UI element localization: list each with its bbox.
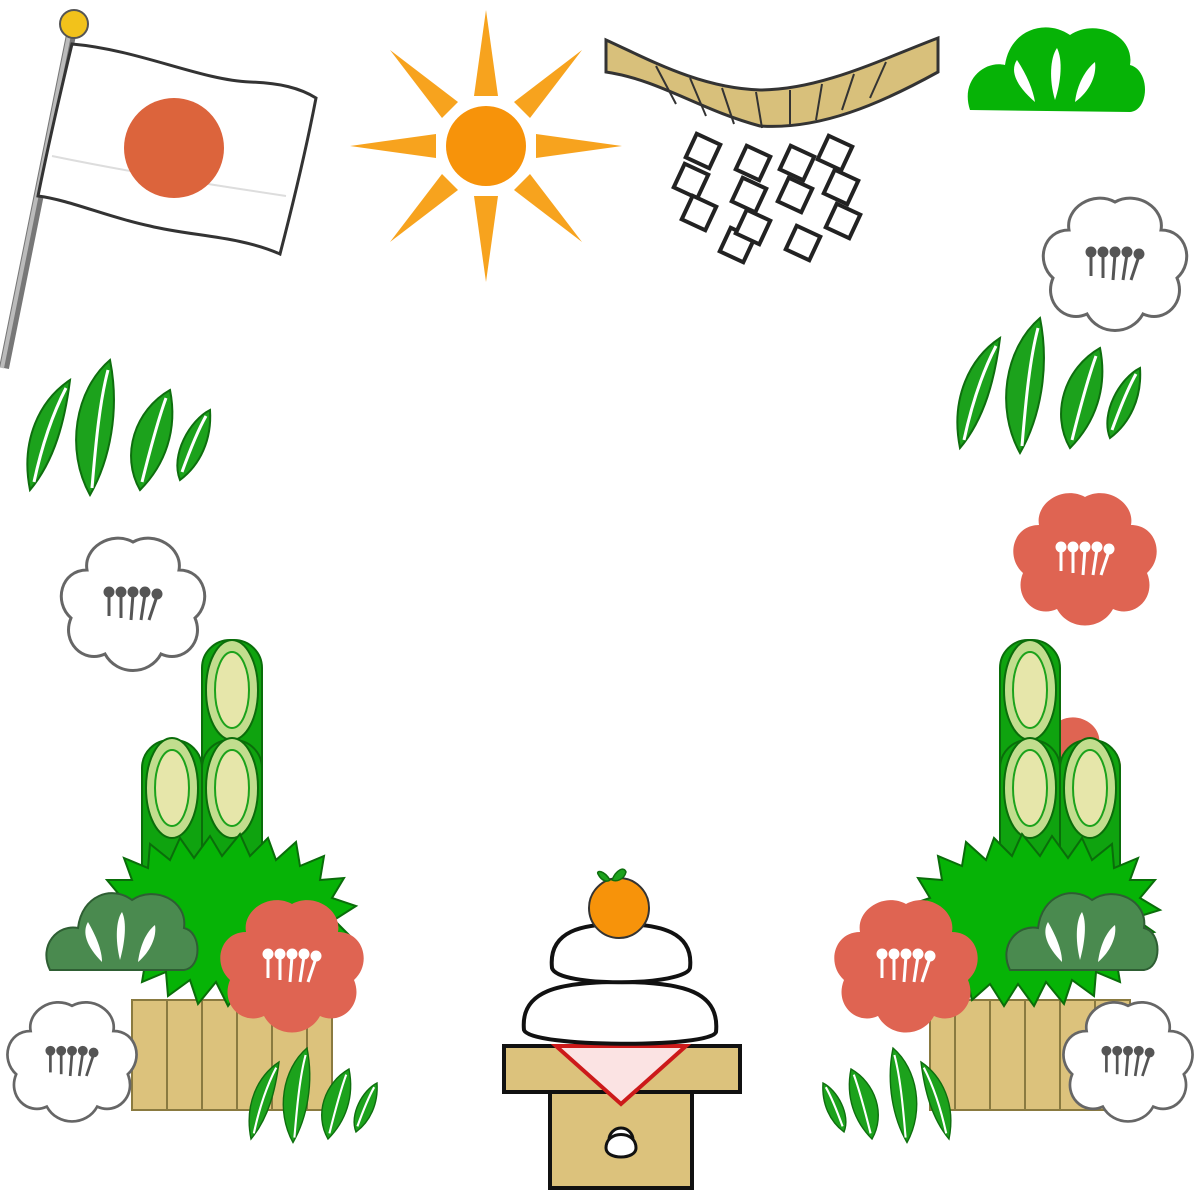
bamboo-leaves-icon (955, 316, 1142, 455)
kadomatsu-icon (6, 639, 379, 1144)
white-plum-icon (1041, 196, 1189, 332)
shimenawa-icon (604, 35, 940, 265)
bamboo-leaves-icon (25, 358, 212, 497)
kagami-mochi-icon (502, 868, 742, 1190)
white-plum-icon (59, 536, 207, 672)
sun-icon (350, 10, 622, 282)
kadomatsu-icon (821, 639, 1194, 1144)
red-plum-icon (1011, 491, 1159, 627)
japan-flag-icon (0, 9, 318, 369)
pine-cloud-icon (967, 27, 1145, 112)
